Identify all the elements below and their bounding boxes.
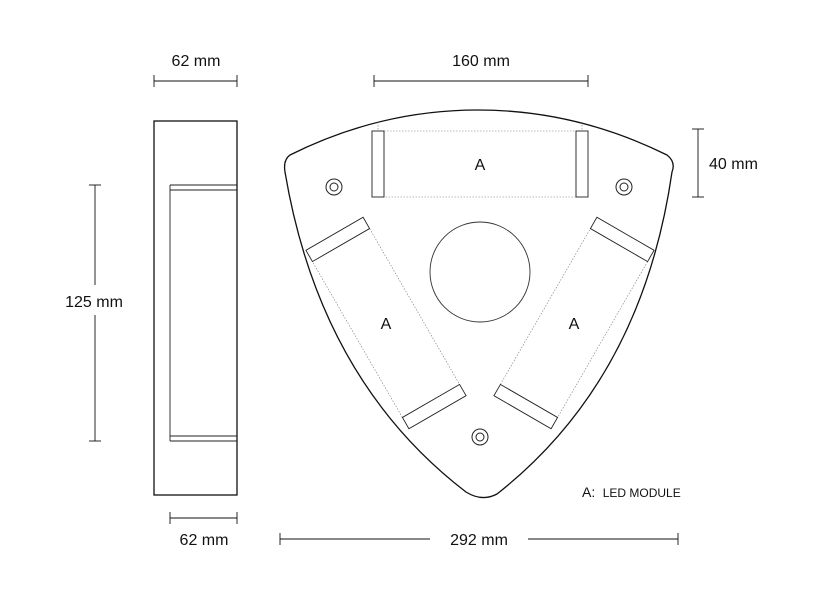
dimension-side-top: 62 mm (153, 53, 238, 87)
led-module-right-label: A (569, 316, 580, 333)
led-module-left-label: A (381, 316, 392, 333)
dimension-side-height: 125 mm (65, 184, 123, 442)
dimension-side-bottom-label: 62 mm (180, 532, 229, 549)
legend: A: LED MODULE (582, 484, 681, 501)
led-module-top: A (371, 122, 589, 198)
screw-hole-right (615, 178, 633, 196)
svg-text:A: LED MODULE: A: LED MODULE (582, 484, 681, 501)
dimension-module-width: 40 mm (692, 128, 758, 198)
center-circle (429, 221, 531, 323)
top-view: A A A (283, 109, 674, 499)
side-view-recess (169, 184, 237, 442)
led-module-top-label: A (475, 157, 486, 174)
top-view-outline (283, 109, 674, 499)
screw-hole-left (325, 178, 343, 196)
dimension-module-length-label: 160 mm (452, 53, 510, 70)
dimension-side-bottom: 62 mm (169, 512, 238, 549)
dimension-side-top-label: 62 mm (172, 53, 221, 70)
legend-key: A: (582, 484, 595, 500)
legend-text: LED MODULE (603, 486, 681, 500)
dimension-side-height-label: 125 mm (65, 294, 123, 311)
dimension-module-width-label: 40 mm (709, 156, 758, 173)
screw-hole-bottom (471, 428, 489, 446)
dimension-total-width: 292 mm (279, 532, 679, 549)
dimension-total-width-label: 292 mm (450, 532, 508, 549)
side-view (153, 120, 238, 496)
side-view-body (153, 120, 238, 496)
dimension-module-length: 160 mm (373, 53, 589, 87)
